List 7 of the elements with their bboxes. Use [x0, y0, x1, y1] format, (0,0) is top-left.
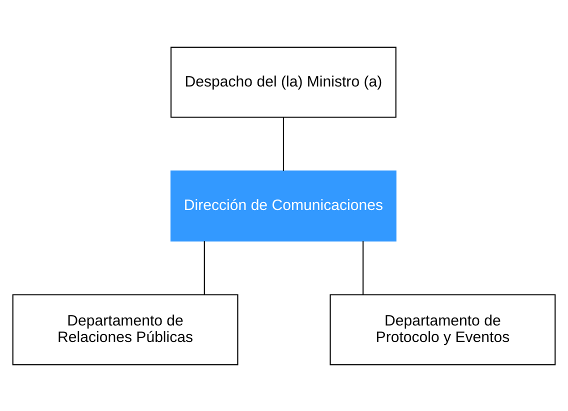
connector	[282, 116, 284, 170]
node-box: Departamento de Protocolo y Eventos	[330, 294, 556, 365]
connector	[204, 240, 205, 294]
node-box: Departamento de Relaciones Públicas	[12, 294, 238, 365]
node-box: Dirección de Comunicaciones	[170, 170, 396, 241]
connector	[362, 240, 364, 294]
node-box: Despacho del (la) Ministro (a)	[170, 46, 396, 118]
